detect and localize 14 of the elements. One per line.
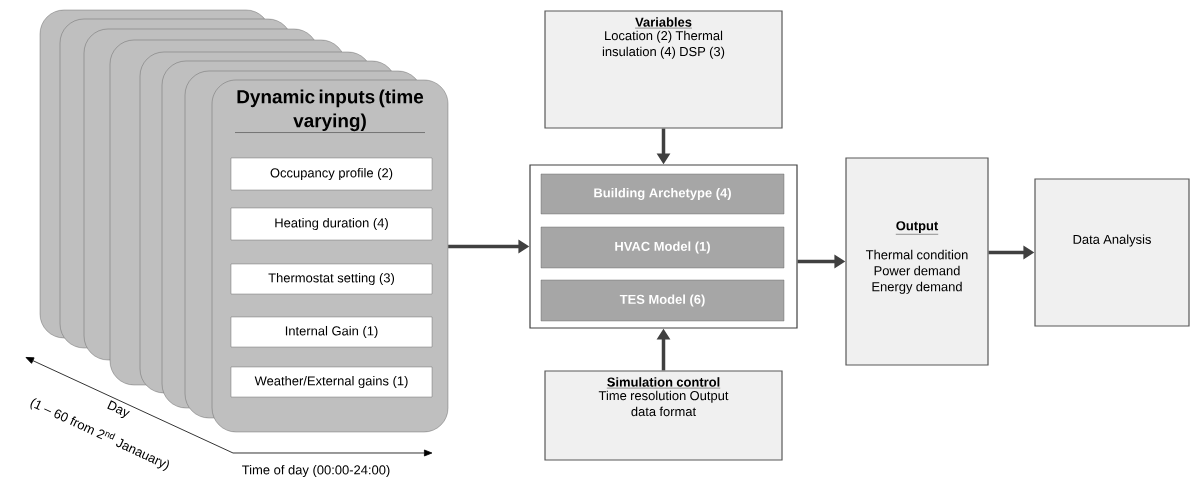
model-box: Building Archetype (4) [540, 173, 785, 215]
axis-label: Time of day (00:00-24:00) [242, 464, 390, 478]
info-box: Simulation control Time resolution Output data format [544, 370, 783, 461]
input-box: Heating duration (4) [230, 207, 433, 241]
info-box: Variables Location (2) Thermal insulation (4) DSP (3) [544, 10, 783, 129]
input-box: Internal Gain (1) [230, 316, 433, 348]
model-box: TES Model (6) [540, 279, 785, 322]
axis-label: Day [107, 400, 130, 419]
input-box: Thermostat setting (3) [230, 263, 433, 295]
input-box: Occupancy profile (2) [230, 157, 433, 191]
input-box: Weather/External gains (1) [230, 366, 433, 398]
process-box: Data Analysis [1034, 178, 1190, 327]
model-box: HVAC Model (1) [540, 226, 785, 269]
output-box: Output Thermal condition Power demand Energy demand [845, 157, 989, 366]
